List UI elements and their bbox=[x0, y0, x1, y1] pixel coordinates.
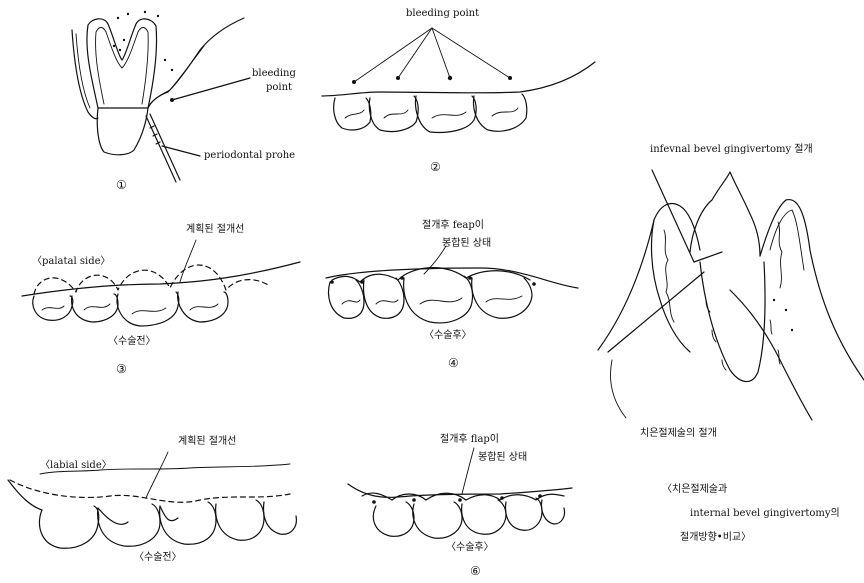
panel6-flap-label-1: 절개후 flap이 bbox=[440, 434, 499, 446]
panel6-number: ⑥ bbox=[470, 564, 481, 578]
panel2-number: ② bbox=[430, 160, 441, 174]
panel-4-flap-after bbox=[326, 246, 578, 323]
panel7-caption-1: 〈치은절제술과 bbox=[662, 484, 727, 496]
panel3-number: ③ bbox=[116, 362, 127, 376]
panel1-bleeding-label-2: point bbox=[266, 82, 292, 94]
panel2-bleeding-label: bleeding point bbox=[406, 8, 479, 20]
panel-6-flap-after bbox=[348, 448, 572, 538]
panel5-incision-label: 계획된 절개선 bbox=[178, 436, 236, 448]
panel4-flap-label-2: 봉합된 상태 bbox=[442, 238, 491, 250]
panel-3-palatal-before bbox=[22, 240, 300, 326]
panel5-side-label: 〈labial side〉 bbox=[40, 460, 112, 472]
panel3-side-label: 〈palatal side〉 bbox=[32, 256, 111, 268]
panel4-state-label: 〈수술후〉 bbox=[424, 330, 472, 342]
panel1-number: ① bbox=[116, 178, 127, 192]
panel6-state-label: 〈수술후〉 bbox=[446, 542, 494, 554]
panel7-caption-3: 절개방향•비교〉 bbox=[680, 532, 751, 544]
panel7-caption-2: internal bevel gingivertomy의 bbox=[690, 508, 840, 520]
panel-2-bleeding-points bbox=[322, 28, 595, 133]
panel7-top-label: infevnal bevel gingivertomy 절개 bbox=[650, 144, 813, 156]
panel3-incision-label: 계획된 절개선 bbox=[186, 224, 244, 236]
panel1-probe-label: periodontal prohe bbox=[204, 150, 295, 162]
panel6-flap-label-2: 봉합된 상태 bbox=[478, 452, 527, 464]
panel4-number: ④ bbox=[448, 356, 459, 370]
panel5-state-label: 〈수술전〉 bbox=[134, 552, 182, 564]
panel-7-incision-comparison bbox=[598, 170, 864, 420]
panel4-flap-label-1: 절개후 feap이 bbox=[422, 220, 484, 232]
panel7-bottom-label: 치은절제술의 절개 bbox=[640, 428, 717, 440]
panel3-state-label: 〈수술전〉 bbox=[108, 336, 156, 348]
panel1-bleeding-label-1: bleeding bbox=[252, 68, 296, 80]
